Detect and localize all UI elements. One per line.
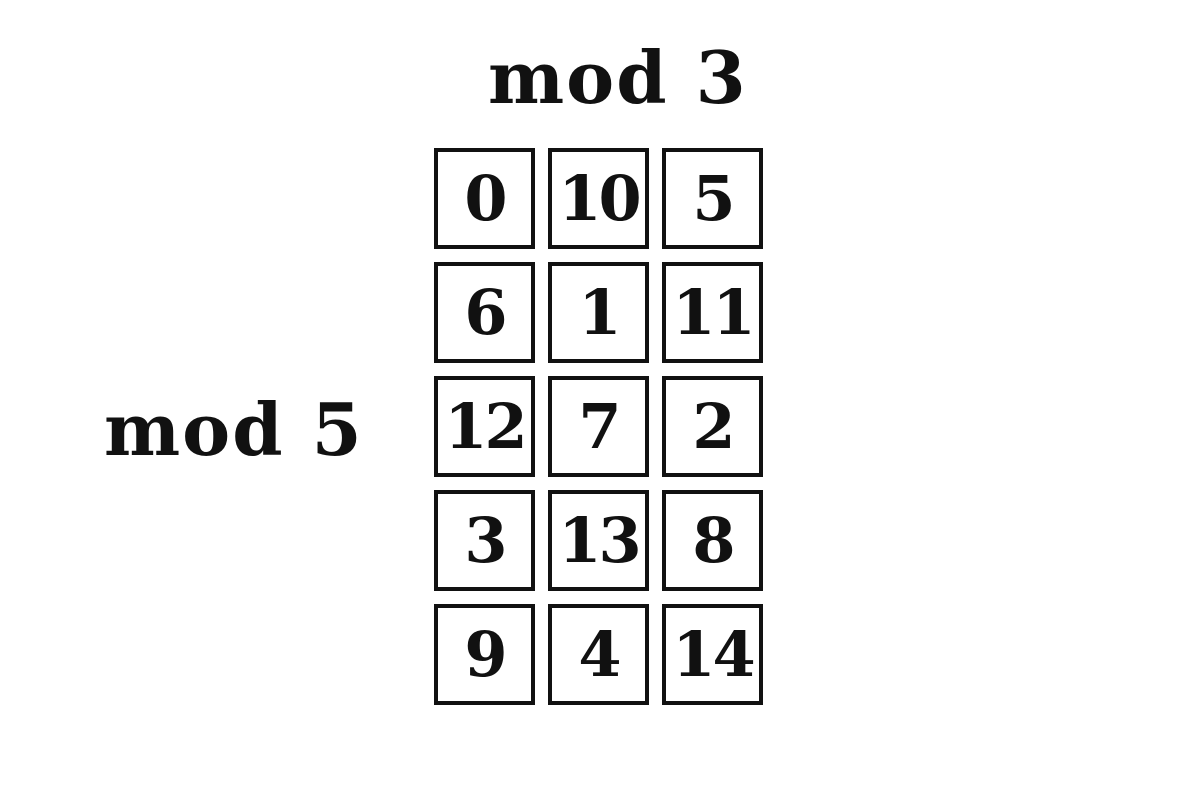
grid-cell: 5 bbox=[662, 148, 763, 249]
cell-value: 14 bbox=[672, 617, 755, 691]
grid-cell: 14 bbox=[662, 604, 763, 705]
cell-value: 6 bbox=[464, 275, 507, 349]
residue-grid: 0 10 5 6 1 11 12 7 2 3 13 8 9 4 14 bbox=[434, 148, 763, 705]
grid-cell: 11 bbox=[662, 262, 763, 363]
cell-value: 1 bbox=[578, 275, 621, 349]
row-axis-label: mod 5 bbox=[104, 387, 364, 472]
column-axis-label: mod 3 bbox=[488, 35, 748, 120]
grid-cell: 8 bbox=[662, 490, 763, 591]
cell-value: 5 bbox=[692, 161, 735, 235]
grid-cell: 6 bbox=[434, 262, 535, 363]
cell-value: 11 bbox=[672, 275, 755, 349]
grid-cell: 9 bbox=[434, 604, 535, 705]
cell-value: 8 bbox=[692, 503, 735, 577]
grid-cell: 10 bbox=[548, 148, 649, 249]
grid-cell: 2 bbox=[662, 376, 763, 477]
grid-cell: 13 bbox=[548, 490, 649, 591]
cell-value: 0 bbox=[464, 161, 507, 235]
cell-value: 9 bbox=[464, 617, 507, 691]
cell-value: 4 bbox=[578, 617, 621, 691]
cell-value: 3 bbox=[464, 503, 507, 577]
cell-value: 7 bbox=[578, 389, 621, 463]
grid-cell: 4 bbox=[548, 604, 649, 705]
cell-value: 10 bbox=[558, 161, 641, 235]
grid-cell: 1 bbox=[548, 262, 649, 363]
grid-cell: 3 bbox=[434, 490, 535, 591]
cell-value: 2 bbox=[692, 389, 735, 463]
cell-value: 13 bbox=[558, 503, 641, 577]
grid-cell: 0 bbox=[434, 148, 535, 249]
grid-cell: 12 bbox=[434, 376, 535, 477]
cell-value: 12 bbox=[444, 389, 527, 463]
grid-cell: 7 bbox=[548, 376, 649, 477]
